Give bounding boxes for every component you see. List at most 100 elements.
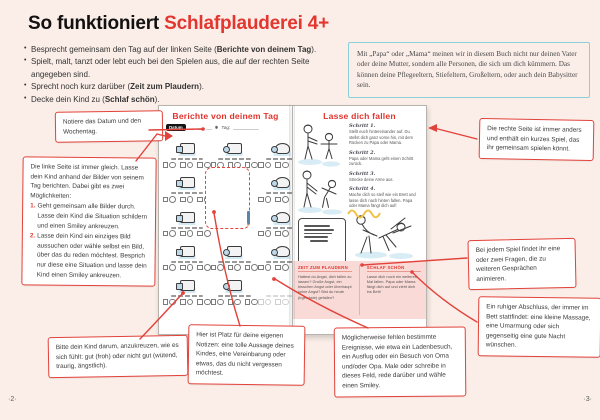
smiley-face-icon: [264, 195, 272, 203]
bullet-item: Besprecht gemeinsam den Tag auf der link…: [24, 44, 350, 56]
page-title-black: So funktioniert: [28, 13, 160, 34]
page-title: So funktioniert Schlafplauderei 4+: [28, 13, 329, 35]
game-step: Schritt 2. Papa oder Mama geht einen Sch…: [349, 149, 414, 167]
smiley-checkbox-pair: [197, 230, 211, 237]
smiley-face-icon: [169, 264, 177, 272]
book-right-page: Lasse dich fallen Schritt 1.: [292, 105, 427, 335]
date-row: Datum __ . __ . __ ✱ Tag: __________: [166, 124, 259, 131]
game-step: Schritt 1. Stellt euch hintereinander au…: [349, 123, 413, 146]
checkbox-icon: [258, 196, 264, 202]
weekday-label: Tag:: [221, 125, 231, 130]
parents-note-box: Mit „Papa“ oder „Mama“ meinen wir in die…: [348, 42, 590, 98]
smiley-checkbox-pair: [258, 161, 272, 169]
smiley-face-icon: [264, 298, 272, 306]
checkbox-icon: [244, 299, 251, 305]
page-title-red: Schlafplauderei 4+: [164, 13, 329, 34]
callout-option-1: 1. Geht gemeinsam alle Bilder durch. Las…: [30, 202, 148, 230]
activity-caption: [265, 260, 299, 263]
game-step: Schritt 3. Strecke deine Arme aus.: [349, 170, 394, 182]
smiley-checkbox-pair: [163, 298, 177, 306]
activity-caption: [170, 226, 203, 229]
smiley-checkbox-pair: [180, 264, 194, 272]
smiley-face-icon: [251, 264, 259, 272]
smiley-checkbox-pair: [275, 298, 289, 306]
checkbox-icon: [244, 265, 251, 271]
smiley-checkbox-pair: [180, 161, 194, 169]
callout-missing-events: Möglicherweise fehlen bestimmte Ereignis…: [333, 326, 467, 398]
activity-illustration: [221, 140, 248, 156]
checkbox-icon: [227, 299, 234, 305]
activity-illustration: [221, 242, 248, 259]
checkbox-icon: [258, 162, 264, 168]
smiley-checkbox-row: [163, 161, 211, 169]
smiley-checkbox-pair: [227, 264, 241, 272]
smiley-face-icon: [264, 230, 272, 237]
smiley-checkbox-pair: [244, 264, 259, 272]
activity-cell: [210, 277, 259, 306]
activity-caption: [265, 158, 299, 160]
smiley-face-icon: [264, 161, 272, 169]
checkbox-icon: [163, 196, 169, 202]
smiley-face-icon: [281, 264, 289, 272]
star-icon: ✱: [214, 124, 219, 130]
checkbox-icon: [258, 299, 264, 305]
smiley-face-icon: [216, 298, 224, 306]
right-page-header: Lasse dich fallen: [323, 111, 396, 121]
smiley-checkbox-row: [163, 264, 211, 272]
smiley-checkbox-pair: [275, 264, 289, 272]
trust-fall-illustration-top: [298, 124, 342, 215]
smiley-face-icon: [186, 195, 194, 203]
callout-left-page: Die linke Seite ist immer gleich. Lasse …: [21, 156, 157, 288]
checkbox-icon: [197, 162, 203, 168]
checkbox-icon: [258, 265, 264, 271]
smiley-checkbox-pair: [275, 230, 289, 237]
smiley-face-icon: [169, 230, 177, 237]
smiley-face-icon: [203, 230, 211, 237]
activity-cell: [163, 174, 211, 203]
activity-cell: [163, 208, 211, 237]
smiley-face-icon: [216, 264, 224, 272]
activity-cell: [163, 140, 211, 169]
game-steps: Schritt 1. Stellt euch hintereinander au…: [349, 123, 421, 213]
checkbox-icon: [275, 162, 281, 168]
smiley-checkbox-pair: [197, 264, 211, 272]
checkbox-icon: [227, 265, 234, 271]
checkbox-icon: [180, 196, 186, 202]
checkbox-icon: [163, 299, 169, 305]
smiley-checkbox-row: [210, 298, 259, 306]
zeit-zum-plaudern-header: ZEIT ZUM PLAUDERN: [298, 265, 353, 272]
checkbox-icon: [275, 299, 281, 305]
smiley-checkbox-pair: [180, 195, 194, 203]
checkbox-icon: [163, 162, 169, 168]
activity-illustration: [173, 277, 200, 294]
smiley-face-icon: [169, 161, 177, 169]
smiley-checkbox-pair: [244, 161, 259, 169]
schlaf-schoen-section: SCHLAF SCHÖN Lasse dich noch ein weitere…: [366, 265, 421, 315]
smiley-face-icon: [169, 298, 177, 306]
bubble-text-line: [304, 232, 332, 235]
checkbox-icon: [163, 265, 169, 271]
activity-illustration: [173, 140, 200, 156]
smiley-face-icon: [203, 298, 211, 306]
checkbox-icon: [258, 230, 264, 237]
checkbox-icon: [180, 299, 186, 305]
smiley-checkbox-pair: [258, 298, 272, 306]
smiley-checkbox-pair: [227, 298, 241, 306]
bubble-text-line: [304, 236, 328, 239]
activity-cell: [210, 242, 259, 272]
activity-caption: [170, 192, 203, 195]
smiley-face-icon: [234, 298, 241, 306]
activity-illustration: [268, 242, 295, 259]
smiley-checkbox-pair: [244, 298, 259, 306]
callout-left-page-intro: Die linke Seite ist immer gleich. Lasse …: [30, 163, 144, 200]
activity-illustration: [268, 174, 295, 191]
callout-calm-ending: Ein ruhiger Abschluss, der immer im Bett…: [477, 296, 600, 358]
smiley-checkbox-pair: [163, 264, 177, 272]
activity-caption: [265, 226, 299, 229]
smiley-face-icon: [186, 230, 194, 237]
callout-notes: Hier ist Platz für deine eigenen Notizen…: [187, 324, 306, 386]
smiley-checkbox-row: [163, 195, 211, 203]
smiley-checkbox-pair: [258, 264, 272, 272]
activity-illustration: [268, 140, 295, 156]
